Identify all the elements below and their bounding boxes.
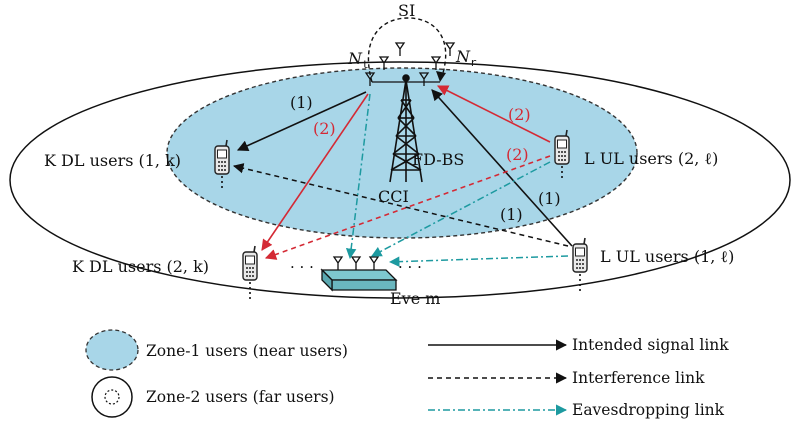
legend-interference-label: Interference link (572, 369, 705, 387)
intended-link-dl-zone1 (236, 91, 367, 151)
si-loop (367, 17, 447, 83)
eve-label: Eve m (390, 289, 440, 308)
link-1-ul-label-a: (1) (538, 189, 561, 208)
k-dl-users-1-label: K DL users (1, k) (44, 151, 181, 170)
nt-label: Nt (347, 49, 369, 71)
si-label: SI (398, 1, 415, 20)
eaves-link-ul-zone1 (371, 161, 551, 257)
l-ul-users-1-label: L UL users (1, ℓ) (600, 247, 734, 266)
dots-right: · · · (398, 258, 422, 276)
l-ul-users-2-label: L UL users (2, ℓ) (584, 149, 718, 168)
k-dl-users-2-label: K DL users (2, k) (72, 257, 209, 276)
legend-eaves-label: Eavesdropping link (572, 401, 725, 419)
intended-link-ul-zone1 (436, 85, 551, 143)
intended-link-dl-zone2 (261, 93, 369, 251)
fd-bs-tower-icon (389, 74, 423, 183)
nr-label: Nr (455, 47, 477, 69)
legend-zone2-swatch (91, 376, 133, 418)
legend-intended-label: Intended signal link (572, 336, 729, 354)
fd-bs-label: FD-BS (412, 150, 464, 169)
cci-label: CCI (378, 187, 409, 206)
link-2-ul-label-a: (2) (508, 105, 531, 124)
link-2-dl-label: (2) (313, 119, 336, 138)
link-2-ul-label-b: (2) (506, 145, 529, 164)
eaves-link-bs (345, 93, 371, 260)
legend-zone2-label: Zone-2 users (far users) (146, 388, 335, 406)
legend-zone1-label: Zone-1 users (near users) (146, 342, 348, 360)
dots-left: · · · (290, 258, 314, 276)
legend-zone1-swatch (85, 329, 139, 371)
link-1-dl-label: (1) (290, 93, 313, 112)
cci-link (232, 163, 569, 247)
link-1-ul-label-b: (1) (500, 205, 523, 224)
eve-device-icon (320, 256, 398, 292)
zone1-area (166, 67, 638, 239)
intended-link-ul-zone2 (431, 89, 573, 247)
